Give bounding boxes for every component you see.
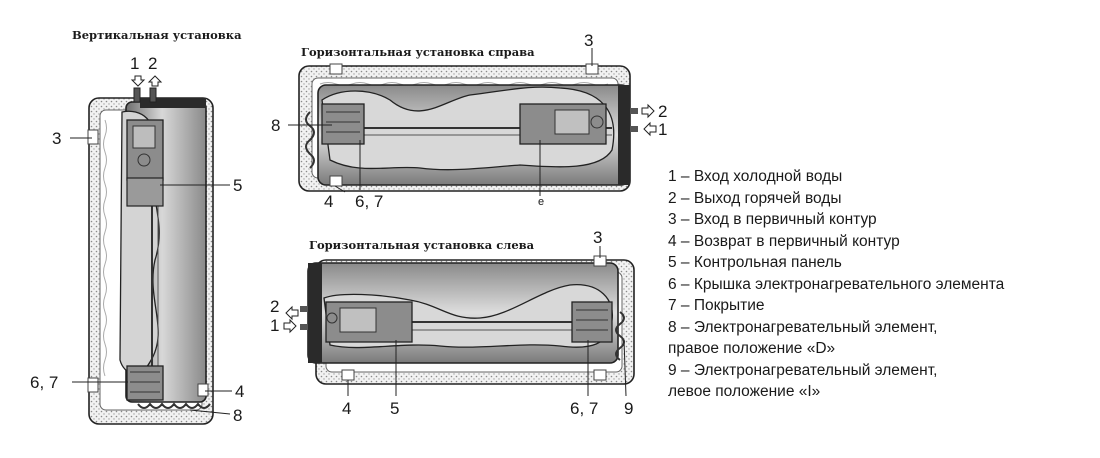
legend-item: 2 – Выход горячей воды	[668, 189, 842, 207]
callout-v-67: 6, 7	[30, 373, 59, 392]
horizontal-right-heater	[288, 48, 657, 196]
title-horizontal-right: Горизонтальная установка справа	[301, 45, 535, 59]
legend-item: 1 – Вход холодной воды	[668, 168, 843, 185]
legend-item: левое положение «I»	[668, 383, 821, 400]
callout-r-e: е	[538, 196, 545, 208]
callout-l-67: 6, 7	[570, 399, 599, 418]
callout-v-3: 3	[52, 129, 62, 148]
callout-l-5: 5	[390, 399, 400, 418]
callout-r-1: 1	[658, 120, 668, 139]
legend-item: 6 – Крышка электронагревательного элемен…	[668, 275, 1005, 293]
callout-r-4: 4	[324, 192, 334, 211]
legend-item: 4 – Возврат в первичный контур	[668, 232, 900, 250]
callout-l-1: 1	[270, 316, 280, 335]
callout-l-4: 4	[342, 399, 352, 418]
callout-v-2: 2	[148, 54, 158, 73]
legend-item: 5 – Контрольная панель	[668, 254, 842, 271]
legend-item: 9 – Электронагревательный элемент,	[668, 361, 938, 379]
callout-r-2: 2	[658, 102, 668, 121]
callout-l-3: 3	[593, 228, 603, 247]
callout-v-4: 4	[235, 382, 245, 401]
legend-item: 8 – Электронагревательный элемент,	[668, 318, 938, 336]
callout-v-8: 8	[233, 406, 243, 425]
callout-l-2: 2	[270, 297, 280, 316]
title-horizontal-left: Горизонтальная установка слева	[309, 238, 535, 252]
legend-item: правое положение «D»	[668, 340, 836, 357]
legend-item: 3 – Вход в первичный контур	[668, 211, 877, 228]
vertical-heater	[70, 75, 232, 425]
callout-v-5: 5	[233, 176, 243, 195]
legend: 1 – Вход холодной воды 2 – Выход горячей…	[668, 166, 1004, 403]
legend-item: 7 – Покрытие	[668, 297, 765, 314]
callout-r-3: 3	[584, 31, 594, 50]
callout-l-9: 9	[624, 399, 634, 418]
callout-r-8: 8	[271, 116, 281, 135]
callout-r-67: 6, 7	[355, 192, 384, 211]
title-vertical: Вертикальная установка	[72, 28, 242, 42]
callout-v-1: 1	[130, 54, 140, 73]
horizontal-left-heater	[283, 246, 635, 397]
